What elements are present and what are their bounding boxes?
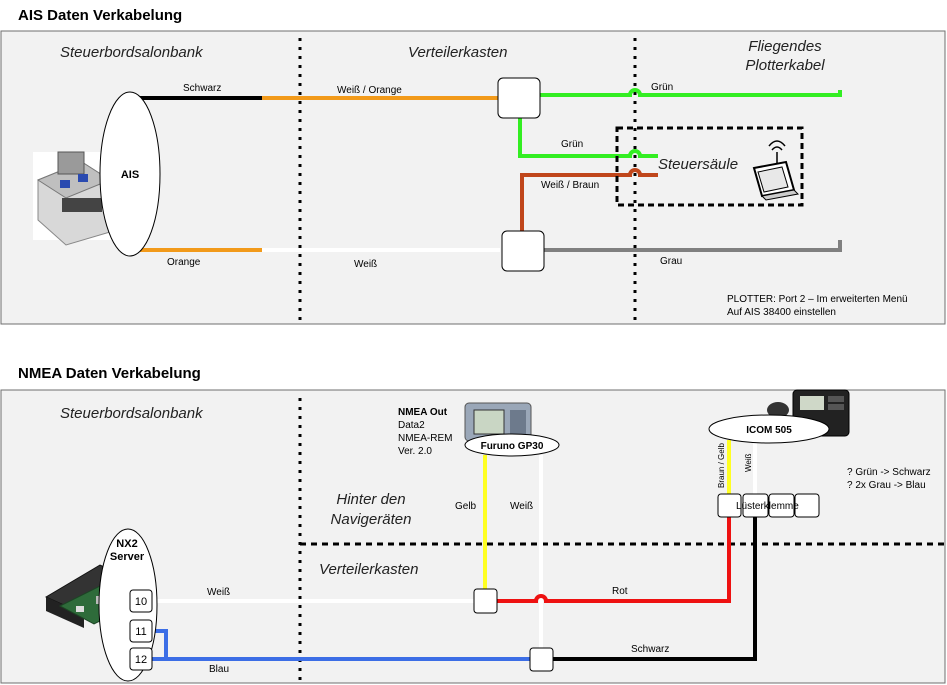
nmea-wire-schwarz: [553, 517, 757, 661]
nx2-port-11: [129, 619, 153, 643]
ais-zone-verteilerkasten: Verteilerkasten: [408, 44, 508, 61]
furuno-info-data2: Data2: [398, 420, 425, 431]
nmea-wire-rot: [497, 517, 731, 603]
nx2-label-line1: NX2: [116, 538, 137, 550]
ais-label-gruen-mid: Grün: [561, 139, 583, 150]
nmea-note-gruen-schwarz: ? Grün -> Schwarz: [847, 467, 931, 478]
ais-label-grau: Grau: [660, 256, 682, 267]
plotter-icon: [752, 140, 800, 201]
ais-label-weiss: Weiß: [354, 259, 377, 270]
nmea-label-gelb: Gelb: [455, 501, 477, 512]
ais-zone-fliegendes: Fliegendes: [748, 38, 822, 55]
furuno-gp30-image: [464, 402, 532, 442]
ais-zone-steuerbordsalonbank: Steuerbordsalonbank: [60, 44, 204, 61]
nx2-server-ellipse: [98, 528, 158, 682]
nmea-junction-box-rot: [473, 588, 498, 614]
nmea-section-title: NMEA Daten Verkabelung: [18, 365, 201, 382]
ais-label-orange: Orange: [167, 257, 201, 268]
nmea-label-weiss-icom: Weiß: [744, 453, 753, 472]
ais-device-image: [33, 151, 112, 246]
icom-label: ICOM 505: [746, 425, 792, 436]
nx2-port-12-label: 12: [135, 654, 147, 666]
ais-wire-gruen-top: [540, 88, 842, 97]
ais-junction-box-bottom: [501, 230, 545, 272]
nmea-label-blau: Blau: [209, 664, 229, 675]
furuno-info-nmea-out: NMEA Out: [398, 407, 448, 418]
ais-zone-plotterkabel: Plotterkabel: [745, 57, 825, 74]
nmea-junction-box-schwarz: [529, 647, 554, 672]
nmea-zone-hinter-den: Hinter den: [336, 491, 405, 508]
ais-junction-box-top: [497, 77, 541, 119]
ais-wire-grau: [544, 240, 842, 252]
ais-label-gruen-top: Grün: [651, 82, 673, 93]
ais-section-title: AIS Daten Verkabelung: [18, 7, 182, 24]
ais-label-schwarz: Schwarz: [183, 83, 221, 94]
ais-device-ellipse: [99, 91, 161, 257]
nx2-port-10: [129, 589, 153, 613]
furuno-ellipse: [464, 433, 560, 457]
nmea-zone-verteilerkasten: Verteilerkasten: [319, 561, 419, 578]
ais-device-label: AIS: [121, 169, 139, 181]
nmea-label-braun-gelb: Braun / Gelb: [717, 443, 726, 488]
ais-label-weiss-orange: Weiß / Orange: [337, 85, 402, 96]
ais-wire-gruen-mid: [518, 117, 658, 158]
nmea-label-schwarz: Schwarz: [631, 644, 669, 655]
nmea-note-grau-blau: ? 2x Grau -> Blau: [847, 480, 926, 491]
luesterklemme: [717, 493, 820, 518]
steuersaeule-box: [615, 126, 804, 207]
nx2-port-11-label: 11: [135, 626, 146, 638]
nmea-wire-blau: [152, 629, 530, 661]
steuersaeule-label: Steuersäule: [658, 156, 738, 173]
ais-note-line2: Auf AIS 38400 einstellen: [727, 307, 836, 318]
furuno-info-nmea-rem: NMEA-REM: [398, 433, 452, 444]
icom-ellipse: [708, 414, 830, 444]
nmea-label-rot: Rot: [612, 586, 628, 597]
furuno-info-version: Ver. 2.0: [398, 446, 432, 457]
ais-label-weiss-braun: Weiß / Braun: [541, 180, 599, 191]
ais-wire-weiss-braun: [520, 168, 658, 232]
nmea-label-weiss-vertical: Weiß: [510, 501, 533, 512]
nmea-zone-steuerbordsalonbank: Steuerbordsalonbank: [60, 405, 204, 422]
nmea-zone-navigeraeten: Navigeräten: [331, 511, 412, 528]
nmea-label-weiss-left: Weiß: [207, 587, 230, 598]
luesterklemme-label: Lüsterklemme: [736, 501, 799, 512]
ais-note-line1: PLOTTER: Port 2 – Im erweiterten Menü: [727, 294, 908, 305]
furuno-label: Furuno GP30: [481, 441, 544, 452]
nx2-port-12: [129, 647, 153, 671]
nx2-port-10-label: 10: [135, 596, 147, 608]
nx2-label-line2: Server: [110, 551, 145, 563]
